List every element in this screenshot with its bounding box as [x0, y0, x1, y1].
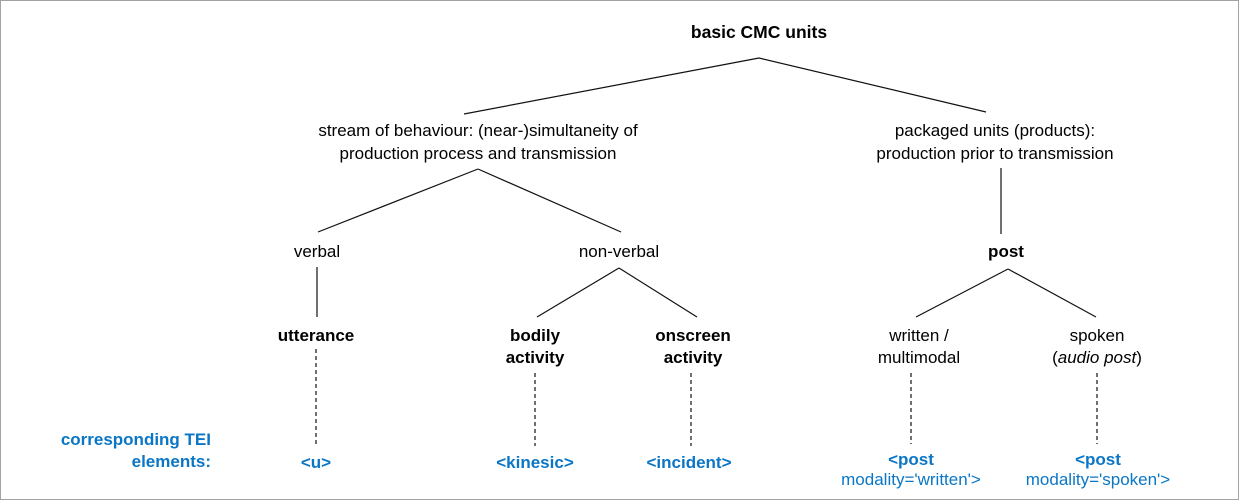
node-bodily-line2: activity [505, 348, 565, 367]
tei-element-kinesic: <kinesic> [496, 453, 574, 472]
tei-element-post-spoken: <post modality='spoken'> [1026, 450, 1170, 490]
node-onscreen-line1: onscreen [655, 326, 731, 345]
edge-stream-verbal [317, 168, 479, 233]
tei-caption-line1: corresponding TEI [60, 430, 211, 449]
node-stream-line2: production process and transmission [339, 144, 617, 163]
tei-post-written-line1: <post [888, 450, 934, 469]
node-onscreen-activity: onscreen activity [655, 325, 731, 369]
edge-nonverbal-bodily [536, 267, 620, 318]
tei-element-u: <u> [300, 453, 332, 472]
node-written-multimodal: written / multimodal [878, 325, 960, 369]
node-written-line1: written / [889, 326, 949, 345]
edge-post-spoken [1007, 268, 1097, 318]
node-post: post [988, 242, 1024, 261]
node-bodily-line1: bodily [509, 326, 561, 345]
edge-post-written [915, 268, 1009, 318]
audio-post-italic: audio post [1057, 348, 1137, 367]
node-basic-cmc-units: basic CMC units [690, 22, 828, 42]
node-stream-line1: stream of behaviour: (near-)simultaneity… [318, 121, 638, 140]
edge-stream-nonverbal [477, 168, 622, 233]
edge-root-stream [463, 57, 760, 115]
node-written-line2: multimodal [877, 348, 961, 367]
edge-nonverbal-onscreen [618, 267, 698, 318]
edge-root-packaged [758, 57, 987, 113]
tei-element-incident: <incident> [646, 453, 732, 472]
tei-post-written-line2: modality='written'> [841, 470, 981, 489]
node-packaged-line2: production prior to transmission [876, 144, 1114, 163]
node-spoken-line2: (audio post) [1052, 348, 1142, 367]
tei-caption-line2: elements: [131, 452, 211, 471]
node-verbal: verbal [293, 242, 341, 261]
tei-post-spoken-line1: <post [1075, 450, 1121, 469]
tei-post-spoken-line2: modality='spoken'> [1025, 470, 1171, 489]
tei-caption: corresponding TEI elements: [17, 429, 211, 473]
node-bodily-activity: bodily activity [506, 325, 565, 369]
tei-element-post-written: <post modality='written'> [841, 450, 981, 490]
node-utterance: utterance [277, 326, 355, 345]
node-non-verbal: non-verbal [578, 242, 660, 261]
node-stream-of-behaviour: stream of behaviour: (near-)simultaneity… [318, 119, 637, 165]
node-spoken-line1: spoken [1069, 326, 1125, 345]
node-spoken-audio-post: spoken (audio post) [1052, 325, 1142, 369]
node-packaged-units: packaged units (products): production pr… [876, 119, 1113, 165]
node-onscreen-line2: activity [663, 348, 723, 367]
node-packaged-line1: packaged units (products): [894, 121, 1096, 140]
